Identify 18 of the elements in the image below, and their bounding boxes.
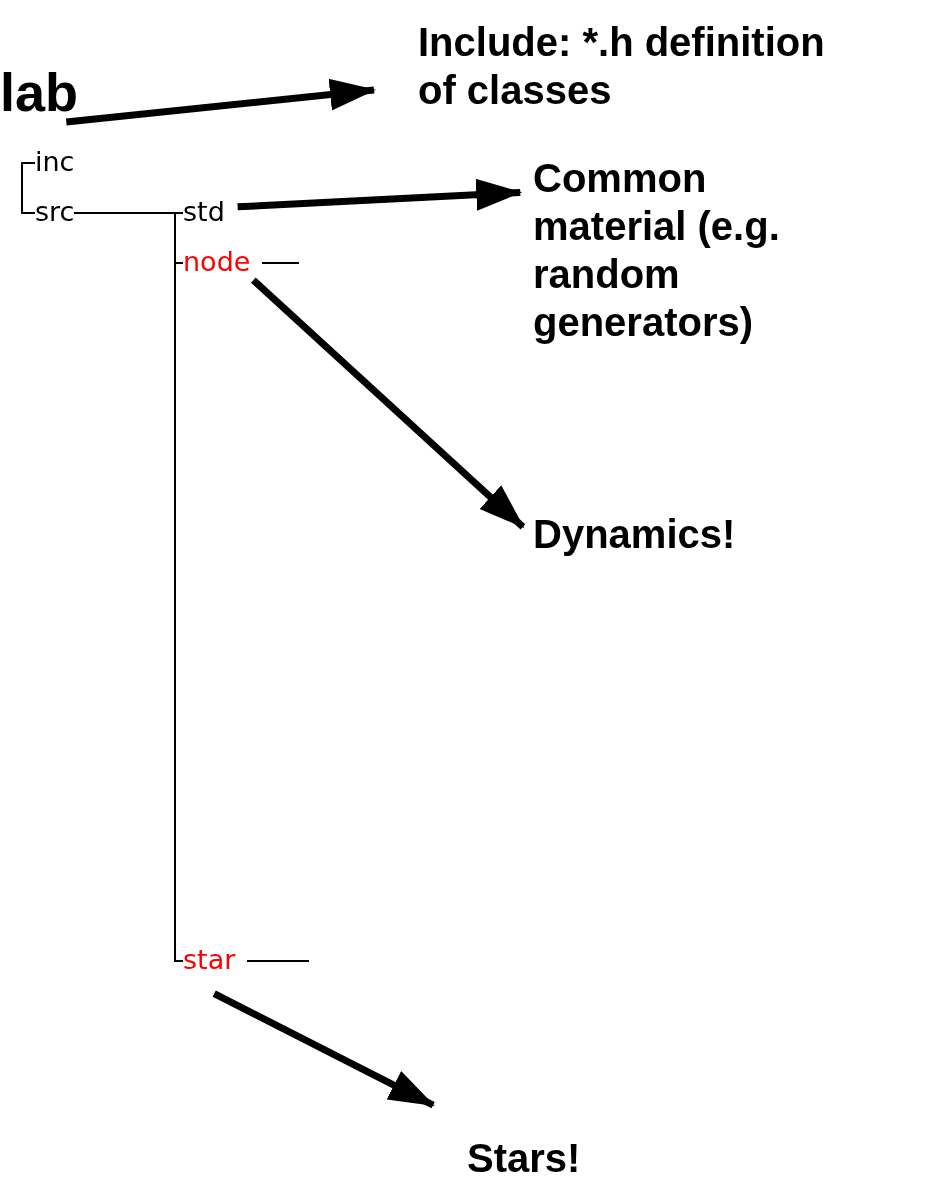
arrow bbox=[212, 990, 435, 1109]
tree-line bbox=[73, 212, 184, 963]
folder-label: node bbox=[183, 246, 251, 278]
tree-line bbox=[246, 960, 310, 963]
tree-line bbox=[261, 262, 300, 265]
tree-line bbox=[21, 162, 36, 215]
arrow bbox=[237, 178, 523, 211]
arrow bbox=[65, 78, 376, 126]
annotation-text: Stars! bbox=[467, 1134, 581, 1182]
folder-label: lab bbox=[0, 63, 79, 123]
folder-label: src bbox=[35, 196, 75, 228]
folder-label: inc bbox=[35, 146, 75, 178]
folder-label: star bbox=[183, 944, 236, 976]
annotation-text: Include: *.h definition of classes bbox=[418, 18, 858, 114]
folder-label: std bbox=[183, 196, 225, 228]
annotation-text: Common material (e.g. random generators) bbox=[533, 154, 788, 346]
arrow bbox=[251, 277, 526, 530]
annotation-text: Dynamics! bbox=[533, 510, 736, 558]
